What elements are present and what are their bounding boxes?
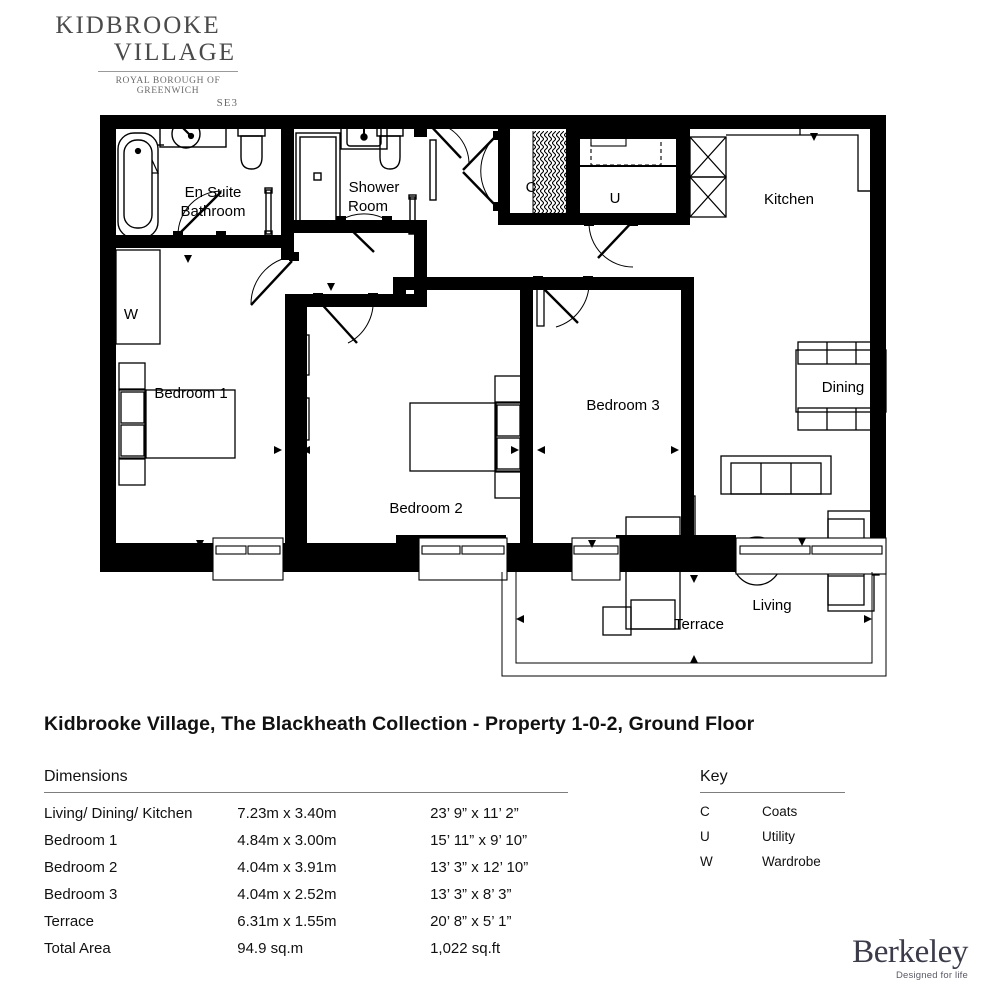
key-meaning: Utility [762, 829, 795, 844]
table-row: Bedroom 2 4.04m x 3.91m 13’ 3” x 12’ 10” [44, 854, 568, 881]
label-bedroom-2: Bedroom 2 [389, 500, 462, 517]
dimension-imperial: 1,022 sq.ft [430, 940, 501, 957]
label-kitchen: Kitchen [764, 191, 814, 208]
table-row: Bedroom 1 4.84m x 3.00m 15’ 11” x 9’ 10” [44, 827, 568, 854]
key-table: C Coats U Utility W Wardrobe [700, 799, 821, 874]
dimension-imperial: 23’ 9” x 11’ 2” [430, 805, 519, 822]
dimension-imperial: 20’ 8” x 5’ 1” [430, 913, 512, 930]
page-title: Kidbrooke Village, The Blackheath Collec… [44, 713, 755, 735]
dimension-arrows [104, 133, 886, 548]
room-labels: En Suite Bathroom Shower Room Kitchen Di… [124, 179, 864, 633]
label-bedroom-3: Bedroom 3 [586, 397, 659, 414]
label-en-suite-line2: Bathroom [180, 203, 245, 220]
dimension-metric: 4.84m x 3.00m [237, 832, 337, 849]
list-item: C Coats [700, 799, 821, 824]
dimension-name: Terrace [44, 913, 95, 930]
kitchen-units [689, 129, 887, 431]
logo-line-3: ROYAL BOROUGH OF GREENWICH [115, 76, 221, 96]
dimension-metric: 6.31m x 1.55m [237, 913, 337, 930]
logo-divider [98, 71, 238, 72]
bedroom-3-furniture [536, 283, 696, 636]
bedroom-1-furniture [115, 249, 236, 486]
label-dining: Dining [822, 379, 865, 396]
dimension-name: Living/ Dining/ Kitchen [44, 805, 193, 822]
en-suite-bathroom-fixtures [117, 119, 273, 240]
dimension-metric: 4.04m x 2.52m [237, 886, 337, 903]
dimension-imperial: 13’ 3” x 12’ 10” [430, 859, 529, 876]
utility-appliances [580, 127, 690, 167]
berkeley-name: Berkeley [852, 934, 968, 970]
dimension-name: Bedroom 1 [44, 832, 118, 849]
label-shower-line2: Room [348, 198, 388, 215]
living-furniture [720, 455, 880, 612]
key-letter: W [700, 854, 713, 869]
dimension-imperial: 15’ 11” x 9’ 10” [430, 832, 528, 849]
key-meaning: Wardrobe [762, 854, 821, 869]
key-section: Key C Coats U Utility W Wardrobe [700, 768, 920, 874]
dimension-metric: 7.23m x 3.40m [237, 805, 337, 822]
marker-coats: C [526, 179, 537, 196]
label-en-suite-line1: En Suite [185, 184, 242, 201]
dimensions-heading: Dimensions [44, 768, 128, 785]
marker-utility: U [610, 190, 621, 207]
dimension-name: Total Area [44, 940, 111, 957]
dimension-metric: 94.9 sq.m [237, 940, 304, 957]
table-row: Total Area 94.9 sq.m 1,022 sq.ft [44, 935, 568, 962]
key-letter: U [700, 829, 710, 844]
bedroom-2-furniture [301, 334, 523, 499]
label-living: Living [752, 597, 791, 614]
windows [212, 537, 887, 581]
dimensions-section: Dimensions Living/ Dining/ Kitchen 7.23m… [44, 768, 574, 962]
coats-cupboard [532, 131, 572, 224]
dimension-metric: 4.04m x 3.91m [237, 859, 337, 876]
table-row: Bedroom 3 4.04m x 2.52m 13’ 3” x 8’ 3” [44, 881, 568, 908]
berkeley-tagline: Designed for life [895, 970, 968, 981]
floor-plan-drawing: En Suite Bathroom Shower Room Kitchen Di… [0, 95, 1000, 695]
key-letter: C [700, 804, 710, 819]
label-terrace: Terrace [674, 616, 724, 633]
dimension-name: Bedroom 2 [44, 859, 118, 876]
list-item: W Wardrobe [700, 849, 821, 874]
shower-room-fixtures [295, 120, 437, 253]
terrace-outline [501, 572, 887, 677]
label-bedroom-1: Bedroom 1 [154, 385, 227, 402]
dimension-name: Bedroom 3 [44, 886, 118, 903]
logo-line-4: SE3 [216, 97, 238, 109]
hall-doors [250, 121, 638, 344]
table-row: Terrace 6.31m x 1.55m 20’ 8” x 5’ 1” [44, 908, 568, 935]
dimensions-divider [44, 792, 568, 793]
marker-wardrobe: W [124, 306, 139, 323]
dimension-imperial: 13’ 3” x 8’ 3” [430, 886, 512, 903]
key-meaning: Coats [762, 804, 798, 819]
table-row: Living/ Dining/ Kitchen 7.23m x 3.40m 23… [44, 800, 568, 827]
label-shower-line1: Shower [349, 179, 400, 196]
key-heading: Key [700, 768, 728, 785]
kidbrooke-village-logo: KIDBROOKE VILLAGE ROYAL BOROUGH OF GREEN… [38, 12, 238, 109]
key-divider [700, 792, 845, 793]
list-item: U Utility [700, 824, 821, 849]
dimensions-table: Living/ Dining/ Kitchen 7.23m x 3.40m 23… [44, 800, 568, 962]
berkeley-logo: Berkeley Designed for life [848, 934, 968, 982]
logo-line-1: KIDBROOKE [55, 12, 221, 39]
logo-line-2: VILLAGE [113, 39, 236, 66]
